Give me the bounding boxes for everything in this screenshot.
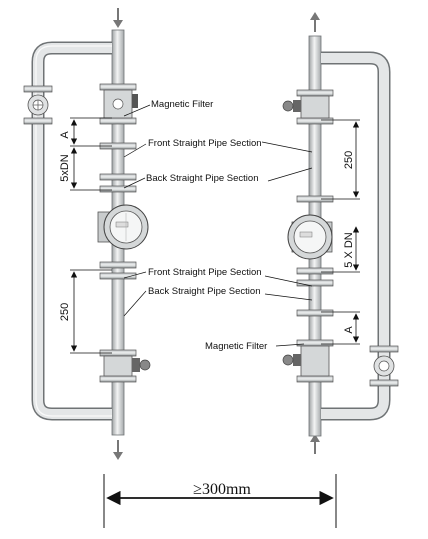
spacing-dimension: ≥300mm — [103, 474, 337, 528]
flow-out-arrow-icon — [113, 440, 123, 460]
right-installation: 250 5 X DN A Magnetic Filter — [205, 12, 399, 454]
left-dim-a: A — [59, 131, 71, 139]
left-label-back-straight-2: Back Straight Pipe Section — [148, 286, 260, 297]
right-flanges — [296, 89, 334, 383]
flow-in-arrow-icon — [113, 8, 123, 28]
right-filter-body — [282, 345, 330, 377]
left-installation: A 5xDN 250 Magnetic Filter Front Straigh… — [23, 8, 262, 460]
left-dimensions — [70, 117, 112, 354]
bypass-valve — [369, 345, 399, 387]
left-dim-5dn: 5xDN — [59, 154, 71, 182]
left-label-magnetic-filter: Magnetic Filter — [151, 99, 213, 110]
left-filter-body — [103, 89, 138, 119]
flow-out-arrow-icon — [310, 12, 320, 32]
right-leaders — [261, 141, 313, 347]
left-label-front-straight-2: Front Straight Pipe Section — [148, 267, 262, 278]
right-dimensions — [321, 119, 360, 345]
right-dim-a: A — [343, 326, 355, 334]
left-label-back-straight: Back Straight Pipe Section — [146, 173, 258, 184]
left-leaders — [123, 104, 151, 317]
right-flowmeter — [287, 214, 333, 260]
right-dim-5dn: 5 X DN — [343, 232, 355, 268]
left-bottom-valve — [103, 355, 151, 377]
bypass-valve — [23, 85, 53, 125]
right-top-valve — [282, 95, 330, 119]
left-label-front-straight: Front Straight Pipe Section — [148, 138, 262, 149]
right-dim-250: 250 — [343, 151, 355, 169]
right-label-magnetic-filter: Magnetic Filter — [205, 341, 267, 352]
left-flowmeter — [97, 204, 149, 250]
left-flanges — [99, 83, 137, 383]
spacing-label: ≥300mm — [193, 481, 251, 498]
left-dim-250: 250 — [59, 303, 71, 321]
flow-in-arrow-icon — [310, 434, 320, 454]
